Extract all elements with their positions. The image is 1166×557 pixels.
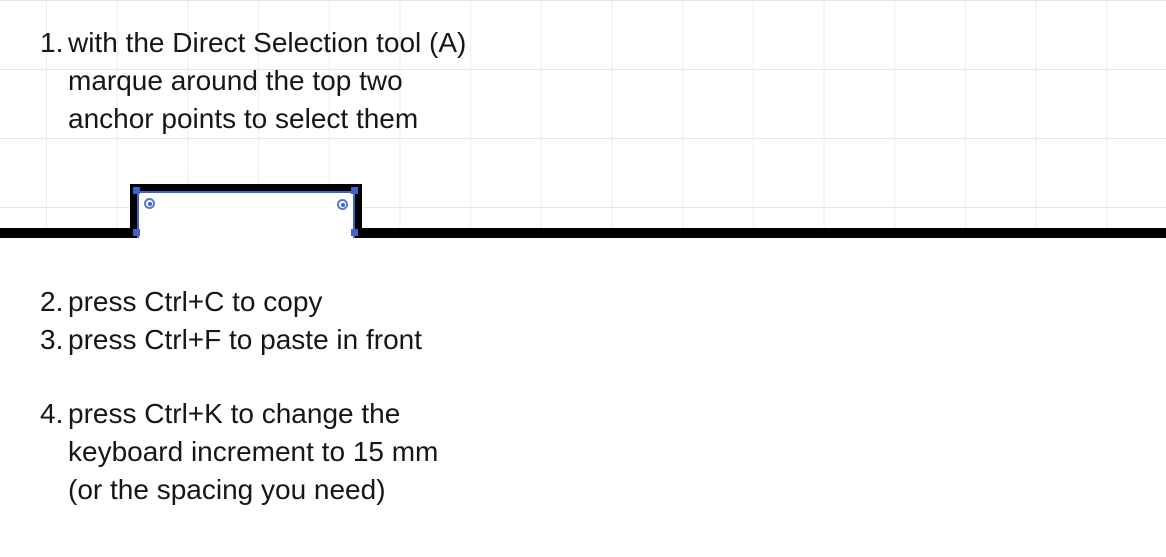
step-number: 1. — [40, 27, 64, 58]
anchor-point-bottom-left[interactable] — [133, 229, 140, 236]
step-text: marque around the top two — [68, 65, 403, 96]
live-corner-widget-icon-right[interactable] — [337, 199, 348, 210]
step-line: 3.press Ctrl+F to paste in front — [40, 321, 422, 359]
widget-center-dot — [147, 201, 152, 206]
step-text: press Ctrl+K to change the — [68, 398, 401, 429]
step-line: 4.press Ctrl+K to change the — [40, 395, 438, 433]
step-text: press Ctrl+C to copy — [68, 286, 323, 317]
step-number: 4. — [40, 398, 64, 429]
step-line: 2.press Ctrl+C to copy — [40, 283, 322, 321]
step-line: 1.with the Direct Selection tool (A) — [40, 24, 466, 62]
step-number: 2. — [40, 286, 64, 317]
widget-center-dot — [340, 202, 345, 207]
instruction-step-3: 3.press Ctrl+F to paste in front — [40, 321, 422, 359]
anchor-point-bottom-right[interactable] — [351, 229, 358, 236]
selected-path-highlight — [137, 191, 355, 238]
path-tab-outline[interactable] — [130, 184, 362, 238]
instruction-step-1: 1.with the Direct Selection tool (A) mar… — [40, 24, 466, 138]
step-text: anchor points to select them — [68, 103, 419, 134]
step-text: (or the spacing you need) — [68, 474, 386, 505]
step-text: press Ctrl+F to paste in front — [68, 324, 423, 355]
instruction-step-2: 2.press Ctrl+C to copy — [40, 283, 322, 321]
path-baseline-segment[interactable] — [0, 228, 1166, 238]
live-corner-widget-icon-left[interactable] — [144, 198, 155, 209]
instruction-step-4: 4.press Ctrl+K to change the keyboard in… — [40, 395, 438, 509]
anchor-point-top-left[interactable] — [133, 187, 140, 194]
step-number: 3. — [40, 324, 64, 355]
anchor-point-top-right[interactable] — [351, 187, 358, 194]
step-text: with the Direct Selection tool (A) — [68, 27, 467, 58]
step-text: keyboard increment to 15 mm — [68, 436, 439, 467]
